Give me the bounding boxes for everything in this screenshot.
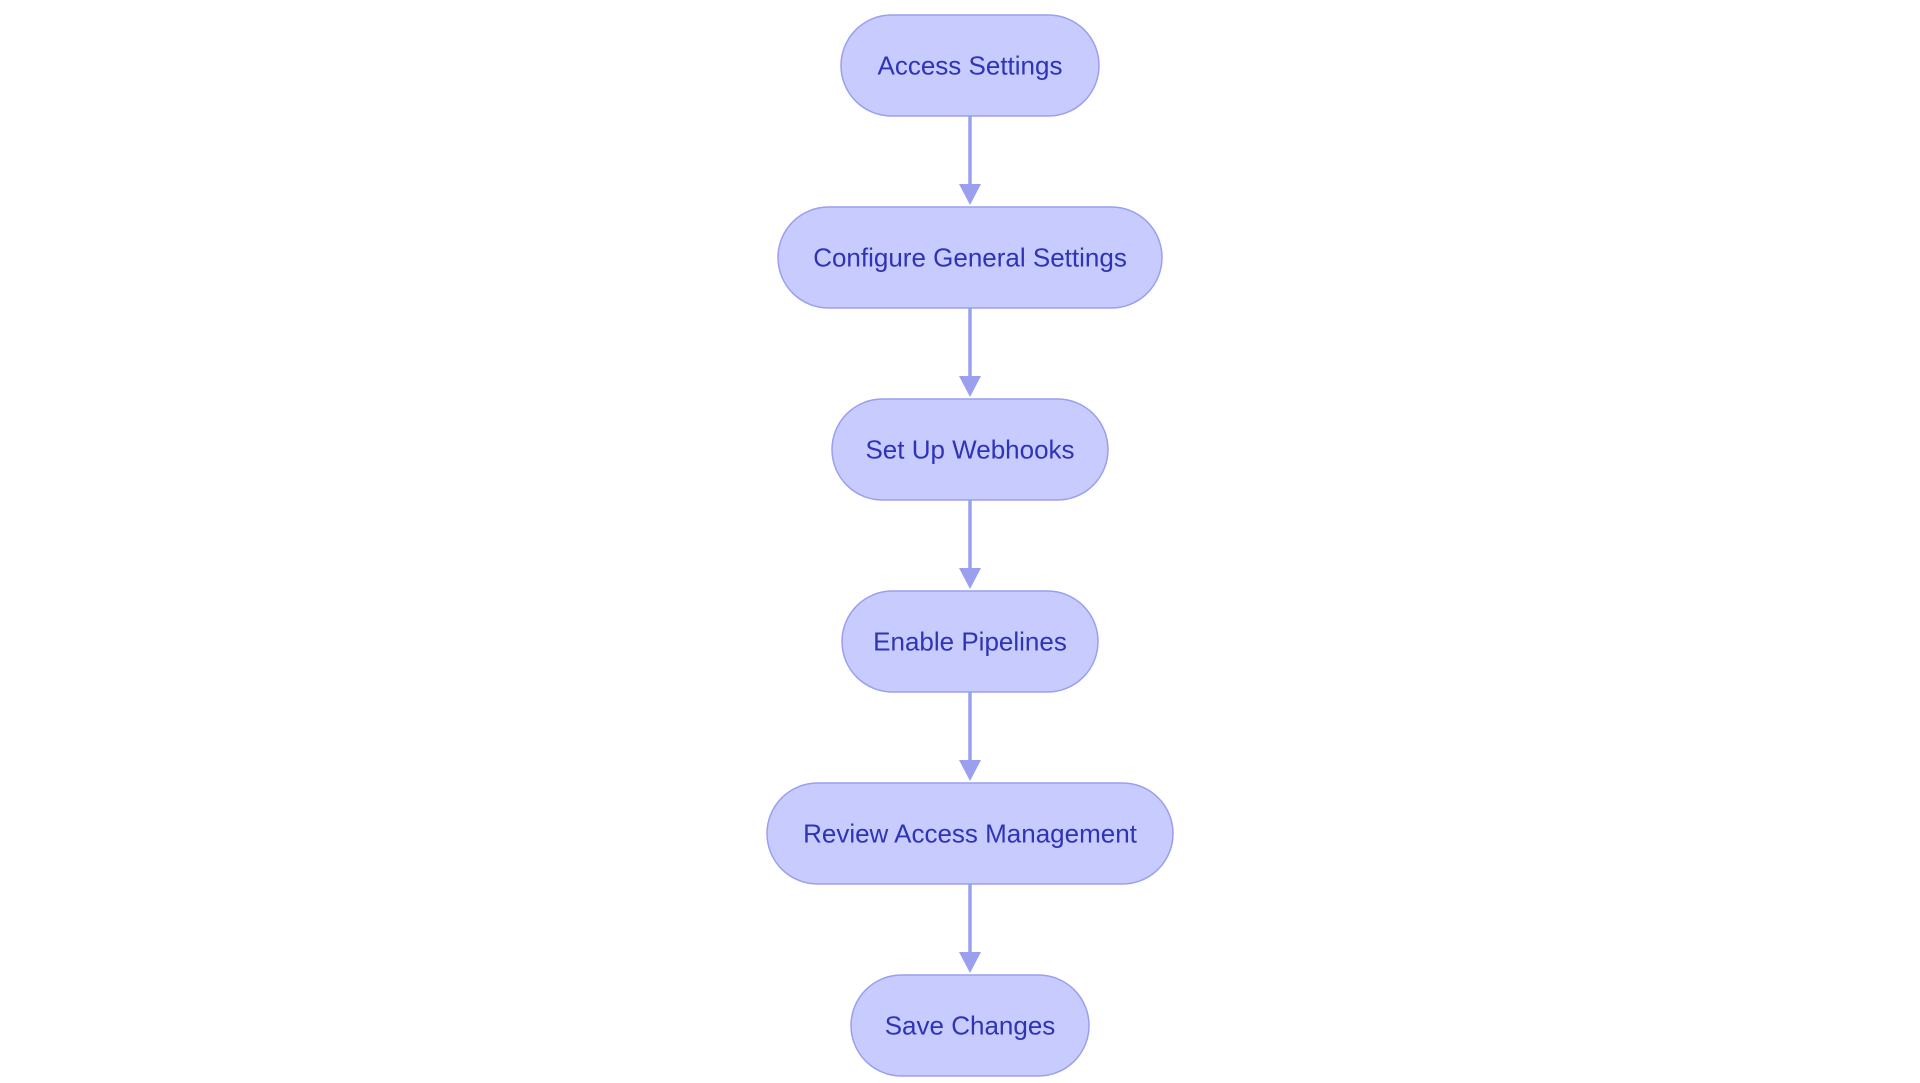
node-save-changes: Save Changes: [850, 974, 1090, 1077]
node-review-access-management: Review Access Management: [766, 782, 1174, 885]
node-access-settings: Access Settings: [840, 14, 1100, 117]
node-label-save-changes: Save Changes: [885, 1011, 1056, 1041]
node-label-set-up-webhooks: Set Up Webhooks: [865, 435, 1074, 465]
edge-configure-to-webhooks: [959, 308, 981, 397]
node-enable-pipelines: Enable Pipelines: [841, 590, 1099, 693]
edge-access-to-configure: [959, 116, 981, 205]
node-label-review-access-management: Review Access Management: [803, 819, 1138, 849]
node-configure-general-settings: Configure General Settings: [777, 206, 1163, 309]
node-label-configure-general-settings: Configure General Settings: [813, 243, 1127, 273]
edge-pipelines-to-review: [959, 692, 981, 781]
node-set-up-webhooks: Set Up Webhooks: [831, 398, 1109, 501]
edge-webhooks-to-pipelines: [959, 500, 981, 589]
edge-review-to-save: [959, 884, 981, 973]
node-label-access-settings: Access Settings: [878, 51, 1063, 81]
node-label-enable-pipelines: Enable Pipelines: [873, 627, 1067, 657]
